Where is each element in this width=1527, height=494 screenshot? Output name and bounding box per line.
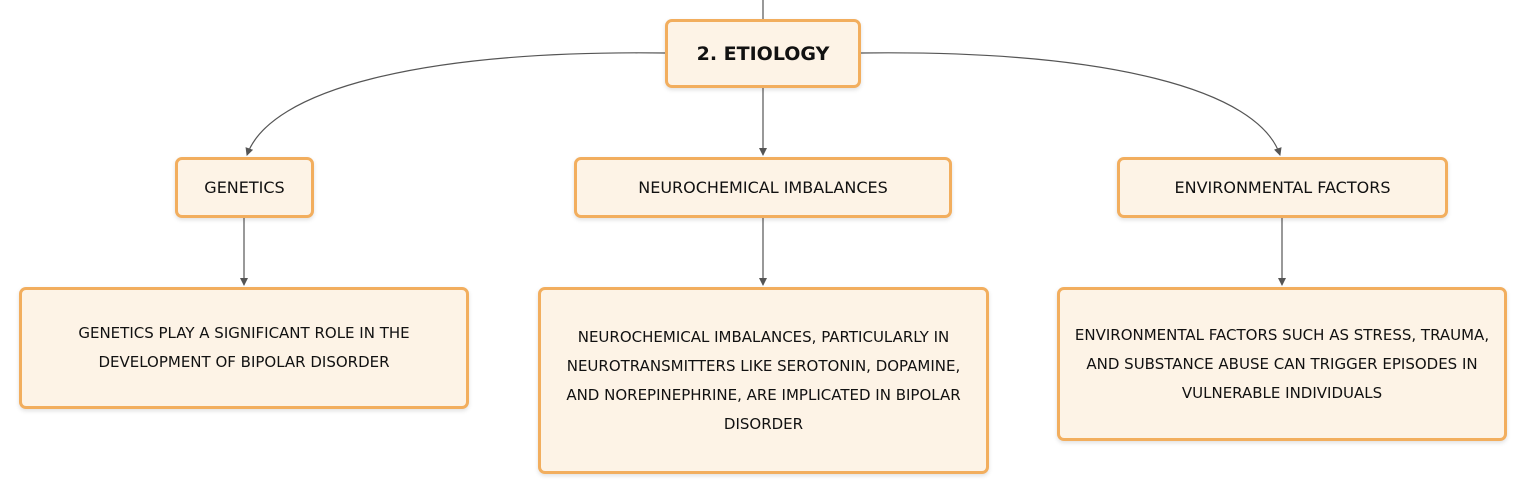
category-label-genetics: GENETICS	[204, 178, 285, 197]
root-node-label: 2. ETIOLOGY	[696, 42, 830, 65]
detail-text-environmental: ENVIRONMENTAL FACTORS SUCH AS STRESS, TR…	[1074, 325, 1490, 402]
category-node-genetics[interactable]: GENETICS	[175, 157, 314, 218]
root-node[interactable]: 2. ETIOLOGY	[665, 19, 861, 88]
connector-root-environmental	[860, 52, 1282, 156]
connector-root-genetics	[245, 52, 666, 156]
category-label-environmental: ENVIRONMENTAL FACTORS	[1174, 178, 1391, 197]
category-label-neurochemical: NEUROCHEMICAL IMBALANCES	[638, 178, 888, 197]
detail-node-environmental[interactable]: ENVIRONMENTAL FACTORS SUCH AS STRESS, TR…	[1057, 287, 1507, 441]
category-node-environmental[interactable]: ENVIRONMENTAL FACTORS	[1117, 157, 1448, 218]
detail-text-genetics: GENETICS PLAY A SIGNIFICANT ROLE IN THE …	[78, 324, 410, 371]
detail-node-neurochemical[interactable]: NEUROCHEMICAL IMBALANCES, PARTICULARLY I…	[538, 287, 989, 474]
detail-node-genetics[interactable]: GENETICS PLAY A SIGNIFICANT ROLE IN THE …	[19, 287, 469, 409]
detail-text-neurochemical: NEUROCHEMICAL IMBALANCES, PARTICULARLY I…	[566, 327, 961, 433]
category-node-neurochemical[interactable]: NEUROCHEMICAL IMBALANCES	[574, 157, 952, 218]
